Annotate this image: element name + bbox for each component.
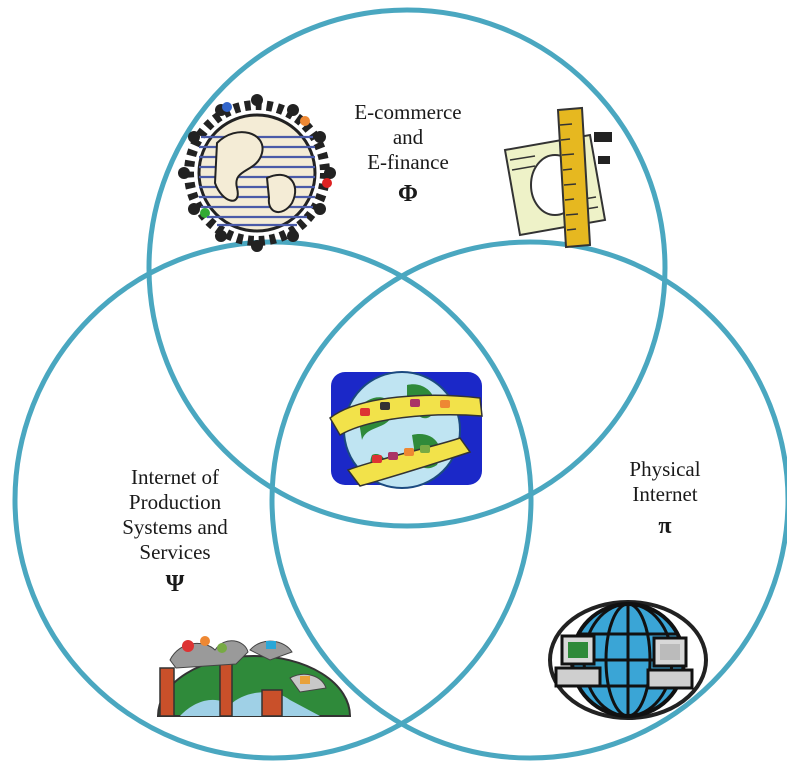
label-line: Physical	[629, 457, 701, 481]
phi-symbol: Φ	[398, 181, 418, 207]
networked-globe-computers-icon	[548, 600, 708, 720]
label-line: Internet	[632, 482, 698, 506]
computer-left-icon	[554, 634, 602, 688]
circle-physical-internet	[269, 239, 787, 761]
psi-symbol: Ψ	[165, 571, 185, 597]
label-line: Production	[128, 490, 222, 514]
label-line: and	[392, 125, 424, 149]
label-line: Services	[139, 540, 211, 564]
label-line: E-commerce	[354, 100, 462, 124]
label-ecommerce: E-commerce and E-finance Φ	[318, 100, 498, 209]
factory-globe-icon	[156, 636, 352, 717]
computer-right-icon	[646, 636, 694, 690]
label-production: Internet of Production Systems and Servi…	[90, 465, 260, 599]
circle-ecommerce	[146, 7, 668, 529]
money-ruler-icon	[503, 106, 612, 249]
label-physical-internet: Physical Internet π	[600, 457, 730, 541]
label-line: Systems and	[122, 515, 228, 539]
label-line: Internet of	[130, 465, 220, 489]
label-line: E-finance	[367, 150, 449, 174]
pi-symbol: π	[658, 513, 672, 539]
globe-people-icon	[178, 94, 336, 252]
globe-conveyor-icon	[329, 371, 483, 489]
